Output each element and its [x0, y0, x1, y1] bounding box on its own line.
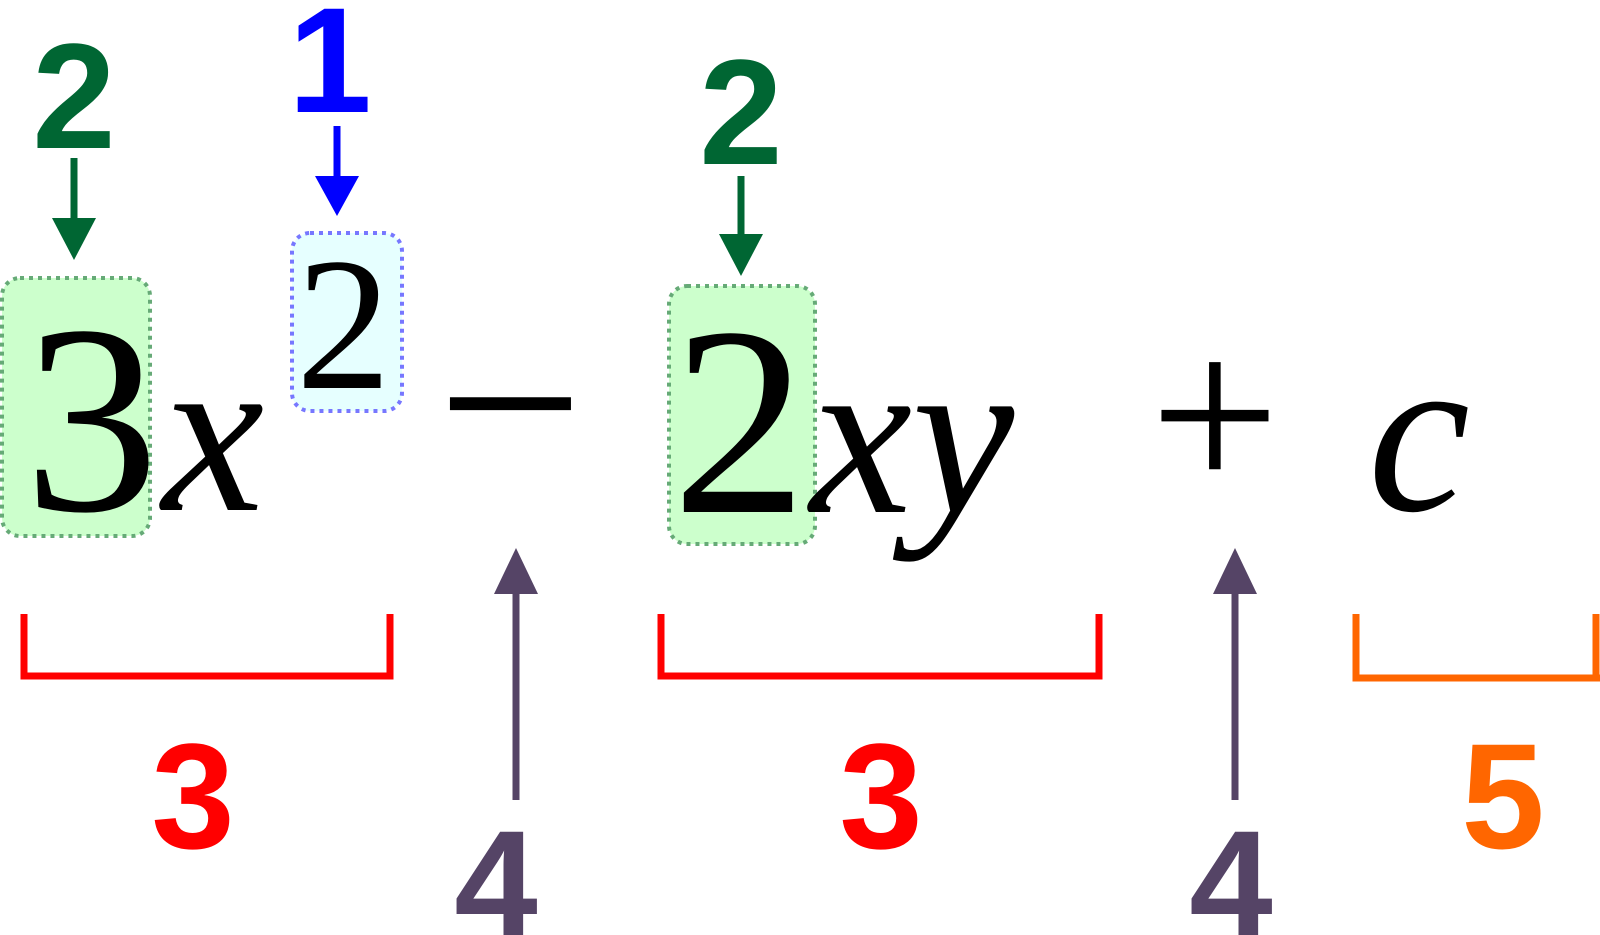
coefficient-label-1: 2 — [32, 12, 115, 180]
coefficient-arrowhead-1 — [52, 218, 96, 260]
exponent-label: 1 — [288, 0, 371, 144]
term-bracket-1 — [20, 614, 394, 680]
coefficient-highlight-2 — [667, 284, 817, 546]
constant-c: c — [1368, 305, 1470, 560]
coefficient-arrowhead-2 — [719, 234, 763, 276]
coefficient-3: 3 — [24, 270, 159, 569]
minus-operator: − — [437, 259, 584, 547]
term-bracket-2 — [657, 614, 1103, 680]
exponent-arrowhead — [315, 176, 359, 216]
variables-xy: xy — [807, 307, 1015, 562]
operator-arrowhead-minus — [494, 548, 538, 594]
coefficient-highlight-1 — [0, 276, 152, 538]
exponent-2: 2 — [296, 220, 391, 430]
coefficient-label-2: 2 — [699, 28, 782, 196]
constant-bracket — [1352, 614, 1600, 682]
term-label-2: 3 — [839, 712, 922, 880]
term-label-1: 3 — [151, 712, 234, 880]
constant-label: 5 — [1461, 712, 1544, 880]
operator-label-plus: 4 — [1189, 799, 1272, 935]
operator-arrowhead-plus — [1213, 548, 1257, 594]
plus-operator: + — [1150, 287, 1280, 542]
exponent-highlight — [290, 231, 404, 413]
coefficient-2: 2 — [672, 272, 807, 571]
variable-x: x — [159, 305, 264, 560]
operator-label-minus: 4 — [454, 799, 537, 935]
